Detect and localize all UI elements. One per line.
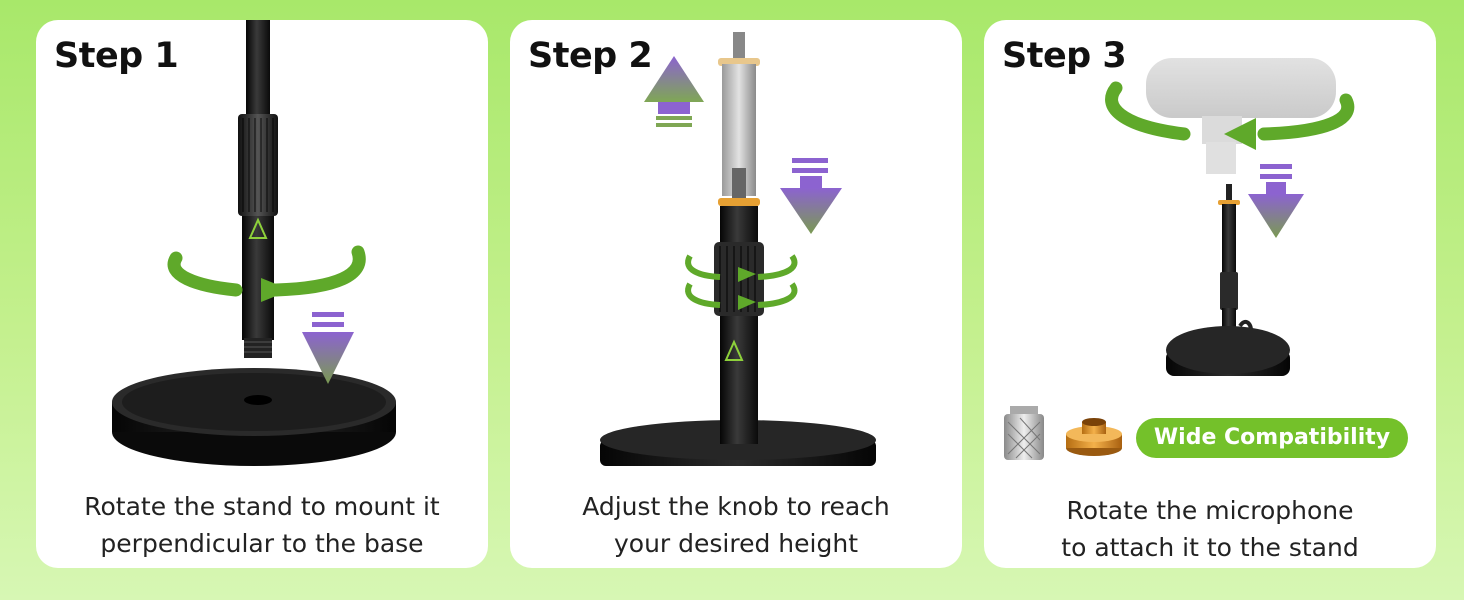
step-1-caption: Rotate the stand to mount it perpendicul… <box>36 488 488 562</box>
caption-line: your desired height <box>614 529 858 558</box>
stand-pole <box>238 20 278 358</box>
up-arrow-icon <box>644 56 704 127</box>
wide-compatibility-badge: Wide Compatibility <box>1136 418 1408 458</box>
step-1-card: Step 1 <box>36 20 488 568</box>
down-arrow-icon <box>1248 164 1304 238</box>
stand-pole <box>714 198 764 444</box>
step-2-card: Step 2 <box>510 20 962 568</box>
caption-line: perpendicular to the base <box>100 529 424 558</box>
caption-line: Rotate the stand to mount it <box>84 492 440 521</box>
round-base <box>112 368 396 466</box>
step-3-illustration <box>1004 58 1355 460</box>
rotation-arrow-icon <box>685 254 798 310</box>
down-arrow-icon <box>780 158 842 234</box>
down-arrow-icon <box>302 312 354 384</box>
step-2-caption: Adjust the knob to reach your desired he… <box>510 488 962 562</box>
rotation-arrow-icon <box>1105 81 1355 150</box>
step-1-illustration <box>112 20 396 466</box>
round-base <box>1166 326 1290 376</box>
step-3-title: Step 3 <box>1002 36 1127 76</box>
caption-line: to attach it to the stand <box>1061 533 1359 562</box>
step-3-caption: Rotate the microphone to attach it to th… <box>984 492 1436 566</box>
microphone-image <box>1146 58 1336 174</box>
brass-adapter-image <box>1066 418 1122 456</box>
step-1-title: Step 1 <box>54 36 179 76</box>
caption-line: Adjust the knob to reach <box>582 492 890 521</box>
silver-adapter-image <box>1004 406 1044 460</box>
caption-line: Rotate the microphone <box>1066 496 1354 525</box>
step-3-card: Step 3 <box>984 20 1436 568</box>
rotation-arrow-icon <box>167 245 366 302</box>
extension-tube <box>718 32 760 198</box>
step-2-title: Step 2 <box>528 36 653 76</box>
step-2-illustration <box>600 32 876 466</box>
